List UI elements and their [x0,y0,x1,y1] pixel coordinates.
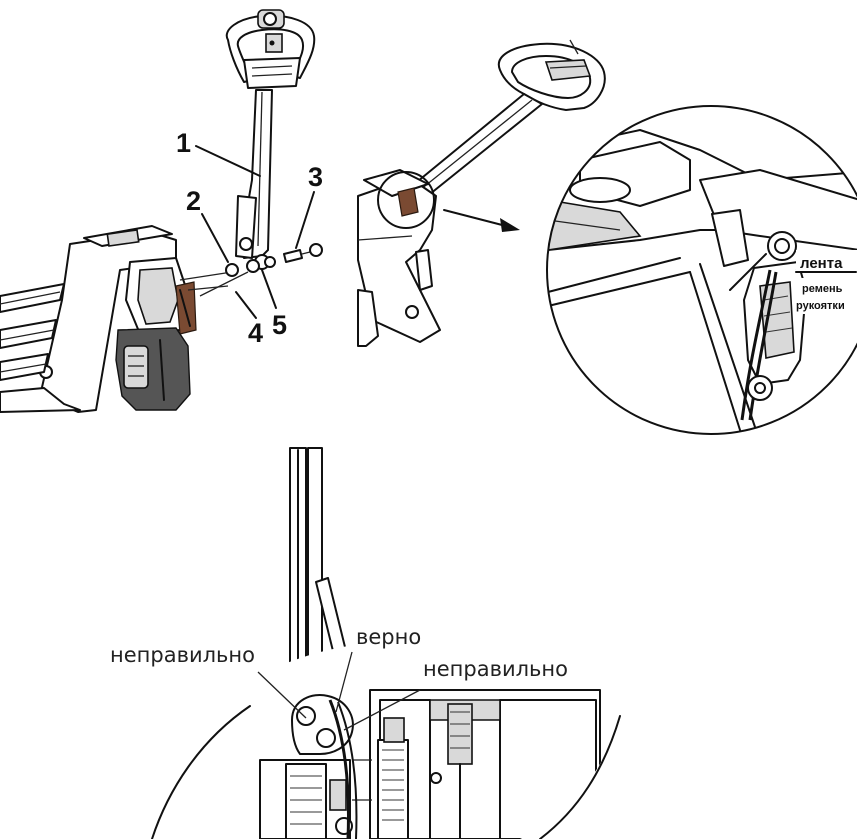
pump-frame [0,225,197,413]
label-wrong-left: неправильно [110,643,255,667]
part-callouts: 1 2 3 4 5 [176,128,323,348]
strap-label-line2: рукоятки [796,300,845,312]
view-arc-right [539,715,621,839]
strap-label-line1: ремень [802,283,843,295]
strap-position-view: неправильно верно неправильно [110,447,621,839]
leader-wrong-left [257,671,307,719]
handle-shaft [235,89,273,270]
pin-and-washers [179,243,323,297]
view-arc-left [151,705,251,839]
magnified-detail: лента ремень рукоятки [546,105,857,435]
handle-grip [225,9,316,89]
zoom-arrow [443,209,507,227]
part-number-1: 1 [176,128,191,158]
part-number-4: 4 [248,318,263,348]
label-correct: верно [356,625,421,649]
part-number-3: 3 [308,162,323,192]
leader-wrong-right [343,689,421,731]
leader-correct [335,651,353,713]
detail-circle [546,105,857,435]
part-number-5: 5 [272,310,287,340]
tape-label: лента [800,255,843,272]
assembled-handle-view [357,39,606,347]
part-number-2: 2 [186,186,201,216]
label-wrong-right: неправильно [423,657,568,681]
handle-assembly-view: 1 2 3 4 5 [0,9,323,413]
zoom-marker [377,171,435,229]
